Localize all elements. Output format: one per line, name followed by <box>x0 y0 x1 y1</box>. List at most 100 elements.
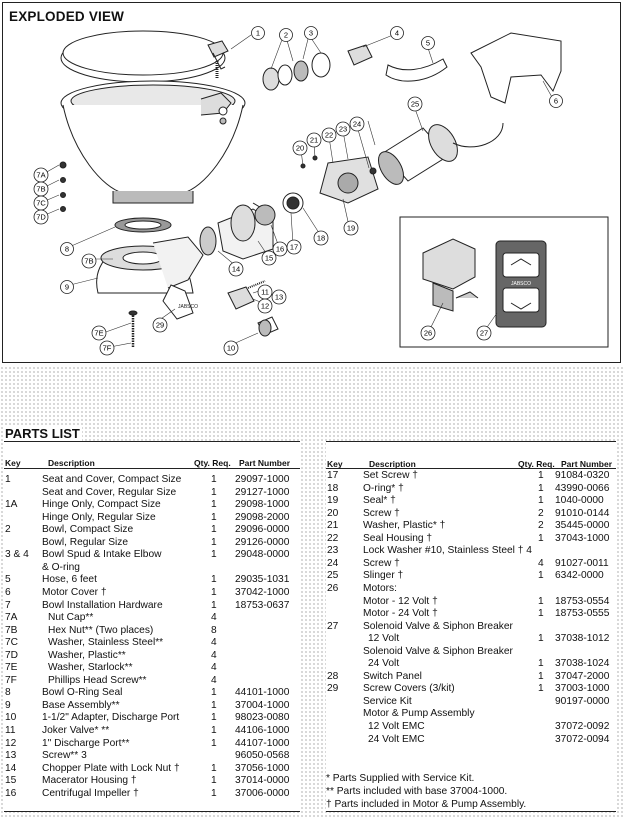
macerator-illustration <box>199 202 276 260</box>
part-quantity: 2 <box>538 520 544 532</box>
callout-circle <box>279 28 293 42</box>
callout-label: 16 <box>276 245 284 254</box>
part-description: Hose, 6 feet <box>42 574 97 586</box>
table-row: Solenoid Valve & Siphon Breaker <box>326 646 616 659</box>
callout-circle <box>321 127 337 143</box>
part-key: 3 & 4 <box>5 549 29 561</box>
part-number: 29098-2000 <box>235 511 290 523</box>
left-table-top-rule <box>4 441 300 442</box>
part-number: 37072-0094 <box>555 733 610 745</box>
part-description: Hinge Only, Regular Size <box>42 511 156 523</box>
part-number: 18753-0637 <box>235 599 290 611</box>
part-key: 11 <box>5 725 16 736</box>
part-description: Screw Covers (3/kit) <box>363 683 455 695</box>
footnote: † Parts included in Motor & Pump Assembl… <box>326 799 527 810</box>
part-description: Motor - 12 Volt † <box>363 595 438 607</box>
callout-circle <box>261 250 277 266</box>
part-description: Motor & Pump Assembly <box>363 708 475 720</box>
part-description: Bowl, Regular Size <box>42 536 129 548</box>
callout-label: 4 <box>395 29 399 38</box>
callout-circle <box>286 239 302 255</box>
callout-label: 23 <box>339 125 347 134</box>
callout-circle <box>343 220 359 236</box>
part-key: 7D <box>5 649 19 661</box>
part-description: Screw** 3 <box>42 750 87 762</box>
callout-label: 24 <box>353 120 361 129</box>
svg-text:JABSCO: JABSCO <box>511 281 531 287</box>
right-header-key: Key <box>327 459 343 469</box>
callout-label: 1 <box>256 29 260 38</box>
callout-circle <box>223 340 239 356</box>
callout-label: 5 <box>426 39 430 48</box>
base-screw-illustration <box>128 310 138 348</box>
part-description: Washer, Plastic* † <box>363 520 446 532</box>
part-description: Screw † <box>363 557 400 569</box>
callout-label: 7E <box>94 329 103 338</box>
part-quantity: 1 <box>538 633 544 645</box>
callout-circle <box>420 325 436 341</box>
bowl-hardware-illustration <box>59 161 67 212</box>
part-quantity: 1 <box>211 775 217 787</box>
callout-label: 22 <box>325 131 333 140</box>
part-number: 37038-1012 <box>555 633 610 645</box>
callout-circle <box>407 96 423 112</box>
part-description: Screw † <box>363 507 400 519</box>
callout-label: 3 <box>309 29 313 38</box>
part-description: Nut Cap** <box>48 612 94 624</box>
part-quantity: 1 <box>211 687 217 699</box>
callout-circle <box>421 36 435 50</box>
part-quantity: 8 <box>211 624 217 636</box>
part-description: 1" Discharge Port** <box>42 737 130 749</box>
discharge-port-illustration <box>227 280 279 337</box>
part-quantity: 1 <box>211 586 217 598</box>
part-key: 7E <box>5 662 18 674</box>
part-key: 25 <box>327 570 339 582</box>
part-key: 6 <box>5 586 11 598</box>
part-number: 44101-1000 <box>235 687 290 699</box>
exploded-view-panel: EXPLODED VIEW <box>2 2 621 363</box>
part-key: 16 <box>5 787 17 799</box>
inset-illustration: JABSCO <box>399 216 609 348</box>
part-number: 43990-0066 <box>555 482 610 494</box>
part-number: 91027-0011 <box>555 557 609 569</box>
part-description: Set Screw † <box>363 470 418 481</box>
part-key: 8 <box>5 687 11 699</box>
right-header-part: Part Number <box>561 459 613 469</box>
part-description: Joker Valve* ** <box>42 725 110 736</box>
part-description: Washer, Plastic** <box>48 649 126 661</box>
part-number: 29098-1000 <box>235 499 290 511</box>
part-key: 27 <box>327 620 339 632</box>
callout-circle <box>251 26 265 40</box>
callout-label: 27 <box>480 329 488 338</box>
part-description: Washer, Stainless Steel** <box>48 637 164 649</box>
part-description: Centrifugal Impeller † <box>42 787 139 799</box>
callout-circle <box>292 140 308 156</box>
part-key: 19 <box>327 495 339 507</box>
callout-label: 12 <box>261 302 269 311</box>
table-row: Motor & Pump Assembly <box>326 708 616 721</box>
part-key: 2 <box>5 524 11 536</box>
callout-label: 13 <box>275 293 283 302</box>
left-table-bottom-rule <box>4 811 300 812</box>
svg-text:JABSCO: JABSCO <box>178 304 198 310</box>
part-description: Lock Washer #10, Stainless Steel † 4 <box>363 545 532 557</box>
footnote: * Parts Supplied with Service Kit. <box>326 773 475 784</box>
part-key: 24 <box>327 557 339 569</box>
part-description: 24 Volt <box>368 658 400 670</box>
